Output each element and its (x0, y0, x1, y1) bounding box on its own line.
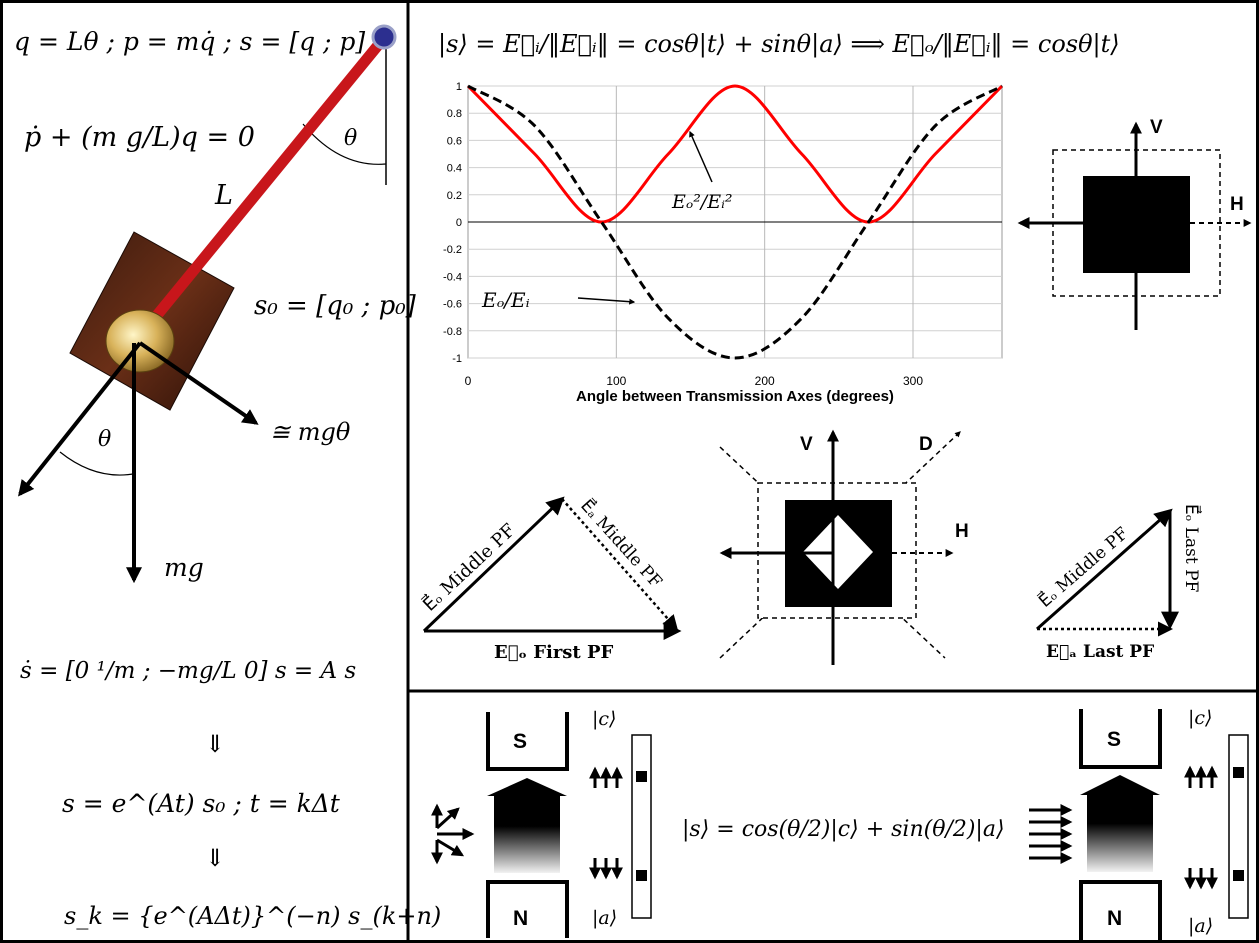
stern-gerlach-panel: S N |c⟩ (431, 707, 1249, 940)
superposition-equation: |s⟩ = cos(θ/2)|c⟩ + sin(θ/2)|a⟩ (682, 817, 1005, 842)
right-south-pole: S (1107, 728, 1121, 751)
polarizer-box-2: V D H (719, 429, 969, 665)
x-tick-label: 100 (606, 374, 626, 388)
matrix-exponential-solution: s = e^(At) s₀ ; t = kΔt (62, 789, 341, 818)
y-tick-label: 0.6 (447, 135, 462, 147)
polarization-header-equation: |s⟩ = E⃗ᵢ/‖E⃗ᵢ‖ = cosθ|t⟩ + sinθ|a⟩ ⟹ E⃗… (438, 30, 1120, 59)
tri2-hypotenuse-label: E⃗ₒ Middle PF (1034, 523, 1132, 612)
tri1-side-label: E⃗ₐ Middle PF (576, 495, 666, 592)
implies-arrow-2: ⇓ (205, 844, 225, 872)
right-detector-screen (1228, 734, 1249, 919)
spin-down-arrows-icon (589, 858, 623, 880)
left-detector-screen (631, 734, 652, 919)
left-state-c: |c⟩ (592, 708, 616, 730)
y-tick-label: -0.8 (443, 326, 462, 338)
tri2-base-label: E⃗ₐ Last PF (1046, 642, 1154, 662)
tri1-hypotenuse-label: E⃗ₒ Middle PF (418, 519, 519, 616)
y-tick-label: -0.4 (443, 271, 462, 283)
pivot-icon (371, 24, 397, 50)
polarizer-box-1: V H (1017, 117, 1252, 330)
x-axis-label: Angle between Transmission Axes (degrees… (576, 388, 894, 405)
y-tick-label: 1 (456, 81, 462, 93)
brass-bob (105, 309, 175, 373)
theta-top-label: θ (344, 126, 357, 151)
box1-horizontal-label: H (1230, 194, 1244, 215)
tri1-base-label: E⃗ₒ First PF (494, 642, 614, 663)
restoring-force-arrow (138, 341, 259, 425)
theta-bottom-label: θ (98, 427, 111, 452)
y-tick-label: 0 (456, 217, 462, 229)
left-state-a: |a⟩ (592, 907, 617, 929)
y-tick-label: 0.8 (447, 108, 462, 120)
polarizer-panel: |s⟩ = E⃗ᵢ/‖E⃗ᵢ‖ = cosθ|t⟩ + sinθ|a⟩ ⟹ E⃗… (418, 30, 1252, 665)
right-state-a: |a⟩ (1188, 915, 1213, 937)
right-state-c: |c⟩ (1188, 707, 1212, 729)
state-space-equation: ṡ = [0 ¹/m ; −mg/L 0] s = A s (20, 658, 356, 684)
box1-vertical-label: V (1150, 117, 1163, 138)
tension-arrow (18, 341, 142, 497)
stern-gerlach-left: S N |c⟩ (431, 708, 652, 938)
y-tick-label: -1 (452, 353, 462, 365)
random-spins-icon (431, 803, 475, 865)
restoring-force-label: ≅ mgθ (270, 418, 351, 446)
pendulum-rod (134, 32, 390, 342)
vector-triangle-2: E⃗ₒ Middle PF E⃗ₒ Last PF E⃗ₐ Last PF (1034, 504, 1202, 662)
x-tick-label: 300 (903, 374, 923, 388)
y-tick-label: -0.6 (443, 299, 462, 311)
y-tick-label: 0.4 (447, 163, 462, 175)
stern-gerlach-right: S N |c⟩ |a⟩ (1029, 707, 1249, 940)
box2-diagonal-label: D (919, 434, 933, 455)
pendulum-panel: q = Lθ ; p = mq̇ ; s = [q ; p] ṗ + (m g/… (14, 24, 441, 930)
label-field-ratio: Eₒ/Eᵢ (481, 288, 530, 312)
box2-vertical-label: V (800, 434, 813, 455)
right-spin-up-arrows-icon (1184, 765, 1218, 788)
right-spin-down-arrows-icon (1184, 868, 1218, 890)
rod-length-label: L (214, 180, 233, 211)
series-line-field (467, 84, 1003, 360)
box2-horizontal-label: H (955, 521, 969, 542)
left-south-pole: S (513, 730, 527, 753)
backward-recursion: s_k = {e^(AΔt)}^(−n) s_(k+n) (64, 902, 441, 930)
label-field-pointer (577, 297, 636, 305)
x-tick-label: 200 (755, 374, 775, 388)
y-tick-label: -0.2 (443, 244, 462, 256)
initial-state: s₀ = [q₀ ; p₀] (254, 291, 417, 321)
series-line-intensity (466, 84, 1004, 224)
right-north-pole: N (1107, 907, 1122, 930)
y-tick-label: 0.2 (447, 190, 462, 202)
pendulum-definitions: q = Lθ ; p = mq̇ ; s = [q ; p] (14, 27, 365, 56)
gravity-label: mg (164, 553, 204, 582)
vector-triangle-1: E⃗ₒ Middle PF E⃗ₐ Middle PF E⃗ₒ First PF (418, 495, 682, 663)
left-north-pole: N (513, 907, 528, 930)
pendulum-equation: ṗ + (m g/L)q = 0 (24, 122, 255, 153)
aligned-spins-icon (1029, 804, 1073, 864)
x-tick-label: 0 (465, 374, 472, 388)
implies-arrow-1: ⇓ (205, 730, 225, 758)
tri2-side-label: E⃗ₒ Last PF (1181, 504, 1202, 593)
spin-up-arrows-icon (589, 766, 623, 788)
label-intensity-ratio: Eₒ²/Eᵢ² (671, 191, 733, 213)
label-intensity-pointer (689, 130, 713, 183)
